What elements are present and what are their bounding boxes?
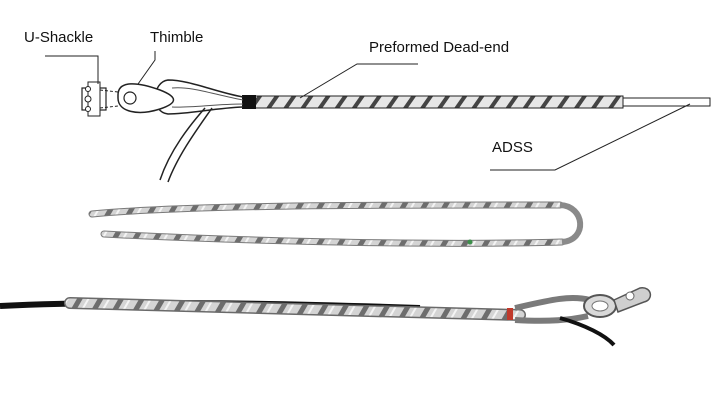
preformed-rod-section	[254, 95, 624, 109]
label-adss: ADSS	[492, 139, 533, 156]
label-thimble: Thimble	[150, 29, 203, 46]
dead-end-rod-photo	[88, 201, 584, 247]
rod-loose-leg	[159, 107, 206, 181]
adss-cable-end	[619, 97, 711, 107]
leader-lines	[45, 51, 691, 171]
installed-dead-end-photo	[0, 287, 652, 347]
thimble-shape	[117, 83, 175, 114]
thimble-pin	[123, 91, 137, 105]
label-u-shackle: U-Shackle	[24, 29, 93, 46]
u-shackle-shape	[81, 81, 119, 117]
label-preformed-dead-end: Preformed Dead-end	[369, 39, 509, 56]
line-drawing: U-Shackle Thimble Preformed Dead-end ADS…	[24, 29, 711, 183]
crossover-marker	[242, 95, 256, 109]
